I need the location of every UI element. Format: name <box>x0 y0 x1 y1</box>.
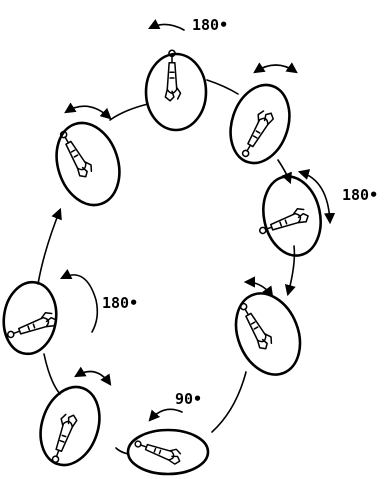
rotation-arrows <box>59 18 336 422</box>
stage-upper-left <box>55 121 121 207</box>
stage-right <box>256 175 322 257</box>
label-left: 180• <box>102 294 138 312</box>
stage-lower-right <box>234 292 302 376</box>
cycle-path <box>37 79 296 455</box>
label-top: 180• <box>192 16 228 34</box>
stage-bottom <box>126 428 210 476</box>
stage-top <box>144 49 208 132</box>
stage-left <box>2 280 59 356</box>
stage-lower-left <box>39 385 101 467</box>
label-bottom: 90• <box>175 390 202 408</box>
label-right: 180• <box>342 186 378 204</box>
stage-upper-right <box>229 83 291 165</box>
